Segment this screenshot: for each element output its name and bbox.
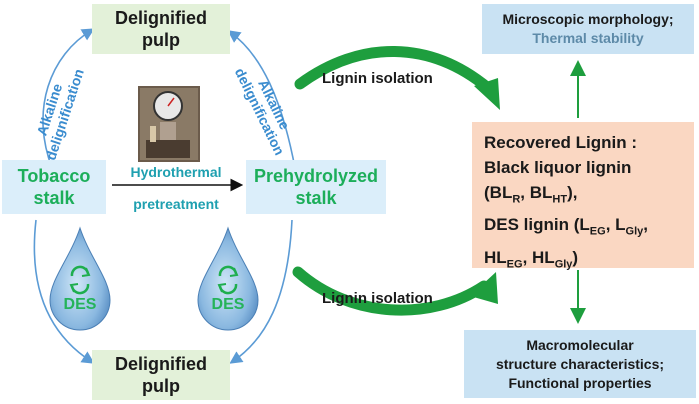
black-liquor-line: Black liquor lignin [484,158,632,177]
des-lignin-line: DES lignin (LEG, LGly, [484,215,648,238]
tobacco-stalk-box: Tobacco stalk [2,160,106,214]
top-delignified-pulp: Delignified pulp [92,4,230,54]
des-label-right: DES [211,296,245,313]
bottom-delignified-pulp: Delignified pulp [92,350,230,400]
hydrothermal-label: Hydrothermal [130,164,222,180]
bl-line: (BLR, BLHT), [484,183,578,206]
des-label-left: DES [63,296,97,313]
des-droplet-left [49,226,111,331]
lignin-isolation-top-label: Lignin isolation [322,70,433,87]
pretreatment-label: pretreatment [133,196,219,212]
recycle-icon-left [69,265,91,295]
arrow-tobacco-to-top-pulp [42,28,95,169]
recycle-icon-right [217,265,239,295]
des-droplet-right [197,226,259,331]
recovered-lignin-box: Recovered Lignin : Black liquor lignin (… [472,122,694,270]
lignin-isolation-bottom-label: Lignin isolation [322,290,433,307]
arrow-lignin-isolation-top [294,46,494,94]
hl-line: HLEG, HLGly) [484,247,579,271]
prehydrolyzed-stalk-box: Prehydrolyzed stalk [246,160,386,214]
arrow-prehydrolyzed-to-top-pulp [227,30,296,169]
arrow-prehydrolyzed-to-bottom-pulp [229,219,293,364]
macromolecular-box: Macromolecular structure characteristics… [464,330,696,398]
arrow-tobacco-to-bottom-pulp [33,219,95,364]
recovered-title: Recovered Lignin : [484,133,638,152]
microscopic-morphology-box: Microscopic morphology; Thermal stabilit… [482,4,694,54]
arrow-lignin-isolation-bottom [292,266,490,316]
reactor-photo [138,86,200,162]
